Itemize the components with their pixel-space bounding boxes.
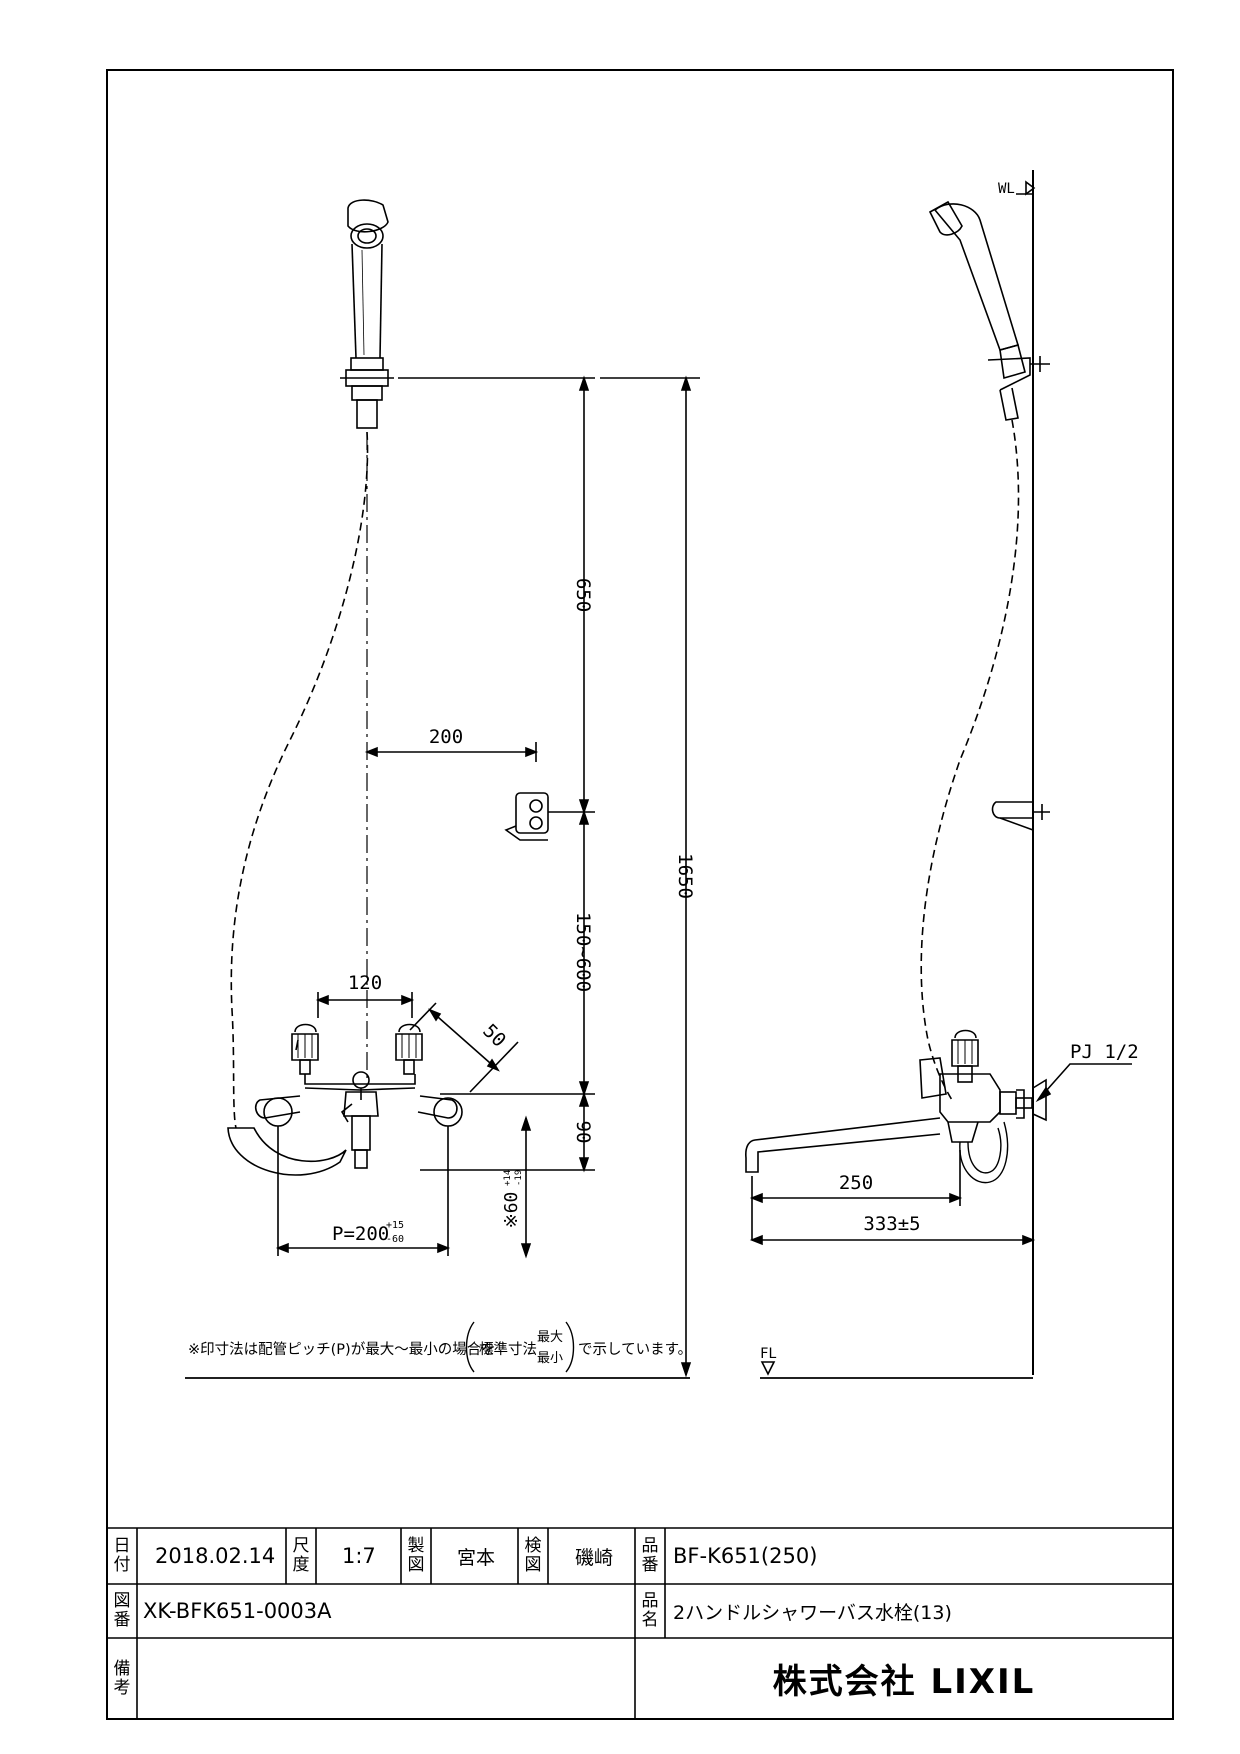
note-part1: ※印寸法は配管ピッチ(P)が最大～最小の場合を	[188, 1341, 496, 1358]
drawn-value: 宮本	[457, 1546, 496, 1569]
dim-200-text: 200	[429, 726, 463, 748]
dim-250-line	[751, 1150, 961, 1240]
wl-marker	[1025, 180, 1036, 196]
date-value: 2018.02.14	[155, 1544, 276, 1568]
side-faucet-body	[745, 1029, 1047, 1184]
dim-250-text: 250	[839, 1172, 873, 1194]
side-wall-holder	[991, 801, 1050, 831]
dim-50-text: 50	[478, 1020, 510, 1052]
drawing-no-label: 図 番	[113, 1591, 131, 1630]
side-view: WL	[745, 170, 1139, 1379]
dim-50-line	[409, 1002, 519, 1093]
front-faucet-body	[227, 1023, 463, 1176]
front-view: 200 120 50 650 150~60	[185, 199, 700, 1379]
dim-60-tol-upper: +14	[503, 1170, 513, 1186]
product-name-value: 2ハンドルシャワーバス水栓(13)	[673, 1601, 952, 1624]
dim-90-text: 90	[572, 1121, 594, 1144]
dim-pitch-tol-upper: +15	[386, 1220, 404, 1231]
front-shower-hose	[230, 431, 369, 1129]
dim-1650-line	[600, 377, 700, 1375]
note-part2: で示しています。	[578, 1341, 692, 1358]
dim-120-text: 120	[348, 972, 382, 994]
side-shower-hose	[920, 419, 1020, 1101]
wl-label: WL	[998, 181, 1015, 197]
part-no-value: BF-K651(250)	[673, 1544, 818, 1568]
scale-value: 1:7	[342, 1544, 376, 1568]
pj-label: PJ 1/2	[1070, 1041, 1139, 1063]
dim-1650-text: 1650	[674, 853, 696, 899]
dim-333-text: 333±5	[863, 1213, 920, 1235]
dim-chain-ext	[398, 377, 595, 1171]
dim-pitch-tol-lower: -60	[386, 1234, 404, 1245]
front-wall-holder	[504, 792, 549, 841]
dim-pitch-line	[277, 1126, 449, 1256]
drawn-label: 製 図	[407, 1536, 425, 1575]
side-shower-head	[928, 200, 1050, 421]
part-no-label: 品 番	[641, 1536, 659, 1575]
dim-650-text: 650	[572, 578, 594, 612]
note-close-paren	[565, 1321, 575, 1373]
note-open-paren	[465, 1321, 475, 1373]
product-name-label: 品 名	[641, 1591, 659, 1630]
dim-120-line	[317, 992, 413, 1018]
dim-150-600-text: 150~600	[572, 912, 594, 992]
pj-leader	[1037, 1063, 1132, 1101]
dim-60-tol-lower: -19	[514, 1170, 524, 1186]
checked-label: 検 図	[524, 1536, 542, 1575]
title-block: 日 付 2018.02.14 尺 度 1:7 製 図 宮本 検 図 磯崎 品 番…	[107, 1528, 1173, 1719]
dim-60-text: ※60	[501, 1192, 522, 1229]
front-shower-head	[340, 199, 394, 429]
note-max: 最大	[537, 1330, 563, 1345]
remarks-label: 備 考	[113, 1658, 131, 1698]
date-label: 日 付	[113, 1536, 131, 1575]
fl-label: FL	[760, 1346, 777, 1362]
dim-pitch-text: P=200	[332, 1223, 389, 1245]
note-inner: 標準寸法	[479, 1341, 537, 1358]
sheet-border	[106, 69, 1174, 1720]
company-logo-text: 株式会社 LIXIL	[772, 1662, 1036, 1702]
scale-label: 尺 度	[292, 1536, 310, 1575]
title-block-grid	[107, 1527, 1173, 1719]
drawing-no-value: XK-BFK651-0003A	[143, 1599, 332, 1623]
fl-marker	[760, 1361, 776, 1376]
checked-value: 磯崎	[575, 1546, 614, 1569]
note-min: 最小	[537, 1351, 563, 1366]
